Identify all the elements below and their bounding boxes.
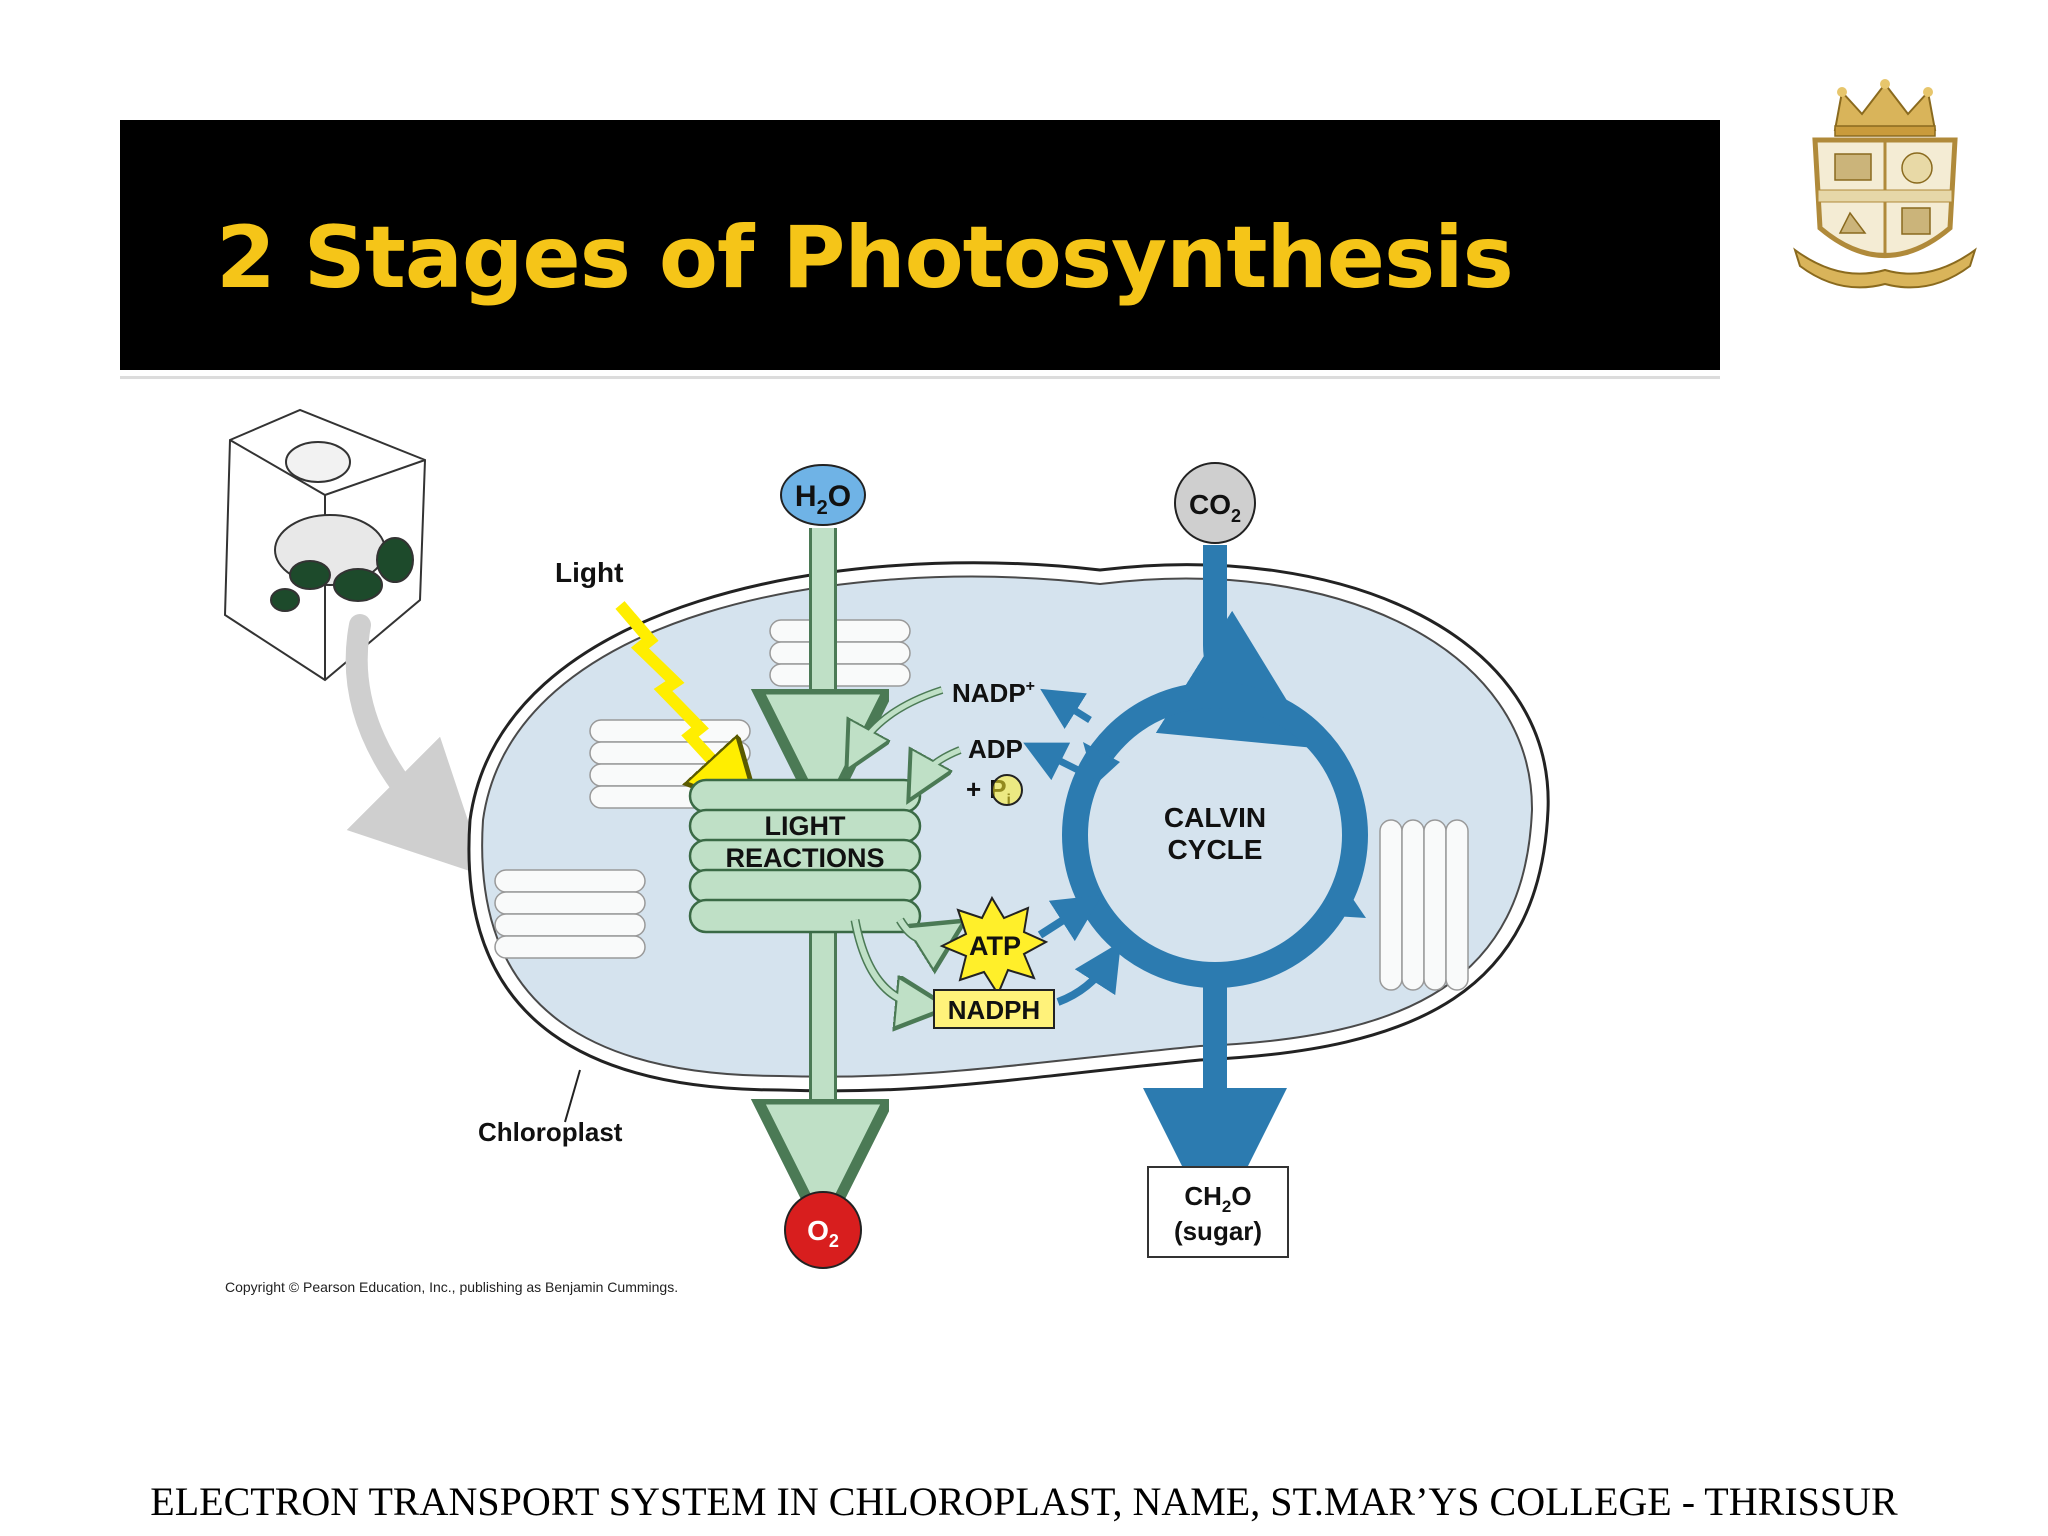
- light-reactions-thylakoid: [688, 778, 922, 934]
- svg-text:O2: O2: [807, 1215, 839, 1251]
- crown-icon: [1833, 79, 1937, 137]
- phosphate-circle-icon: [991, 774, 1023, 806]
- svg-text:H2O: H2O: [795, 480, 851, 519]
- light-to-nadph-arrow-fill: [852, 919, 923, 1008]
- svg-text:CH2O: CH2O: [1184, 1181, 1251, 1216]
- sugar-product-box: CH2O (sugar): [1147, 1166, 1289, 1258]
- light-ray-icon: [615, 601, 735, 785]
- o2-molecule: O2: [784, 1191, 862, 1269]
- adp-label: ADP: [968, 734, 1023, 764]
- zoom-arrow: [345, 614, 487, 877]
- title-banner: 2 Stages of Photosynthesis: [120, 120, 1720, 370]
- calvin-cycle-arrowhead: [1083, 742, 1120, 785]
- slide-footer: ELECTRON TRANSPORT SYSTEM IN CHLOROPLAST…: [150, 1479, 1898, 1524]
- copyright-text: Copyright © Pearson Education, Inc., pub…: [225, 1279, 678, 1295]
- college-crest-logo: [1793, 79, 1977, 289]
- nadp-plus-label: NADP+: [952, 678, 1035, 708]
- thylakoid-stack: [1379, 819, 1469, 991]
- h2o-molecule: H2O: [780, 464, 866, 526]
- light-label: Light: [555, 557, 623, 588]
- svg-text:(sugar): (sugar): [1174, 1216, 1262, 1246]
- adp-arrow: [1023, 742, 1080, 781]
- nadph-label: NADPH: [948, 995, 1040, 1025]
- thylakoid-stack: [769, 619, 911, 687]
- svg-text:CO2: CO2: [1189, 489, 1241, 526]
- nadph-box: [933, 989, 1055, 1029]
- light-to-atp-arrow-fill: [897, 918, 944, 943]
- nadph-to-calvin-arrow: [1056, 941, 1121, 1006]
- chloroplast-pointer-line: [564, 1069, 581, 1123]
- thylakoid-stack: [494, 869, 646, 959]
- shield-icon: [1812, 137, 1958, 258]
- title-divider: [120, 376, 1720, 379]
- nadp-arrow: [1040, 688, 1092, 729]
- chloroplast-label: Chloroplast: [478, 1117, 623, 1147]
- nadp-to-light-arrow-fill: [855, 687, 943, 752]
- calvin-cycle-arrowhead: [1318, 880, 1366, 918]
- crest-scroll-banner: [1793, 247, 1977, 289]
- adp-to-light-arrow-fill: [917, 747, 961, 782]
- atp-label: ATP: [969, 931, 1021, 961]
- co2-molecule: CO2: [1174, 462, 1256, 544]
- atp-to-calvin-arrow: [1037, 895, 1103, 942]
- slide-title: 2 Stages of Photosynthesis: [216, 208, 1514, 308]
- plant-cell-illustration: [223, 408, 427, 682]
